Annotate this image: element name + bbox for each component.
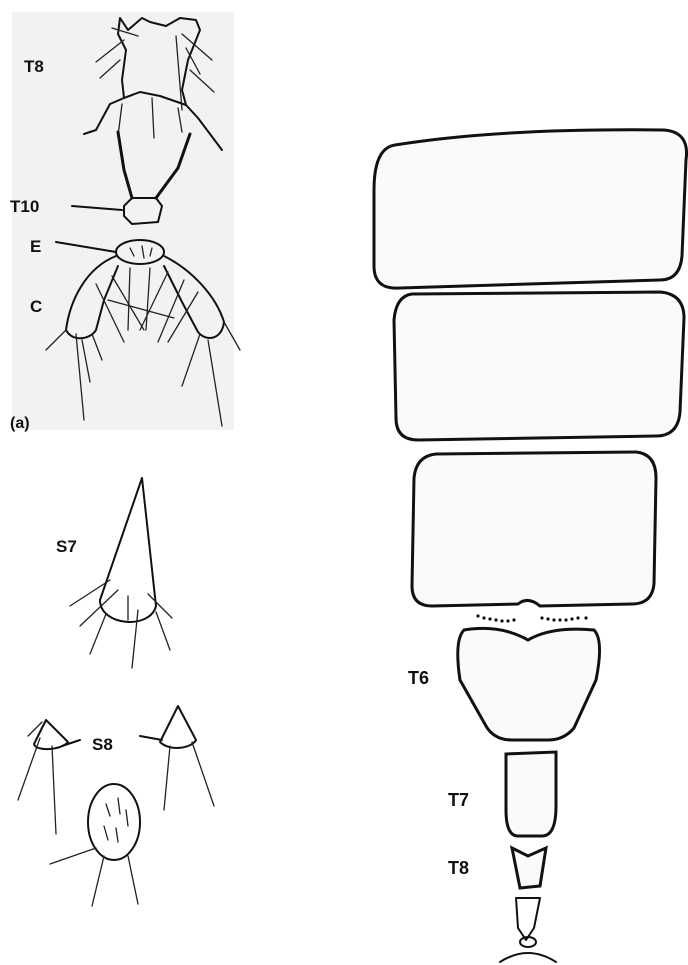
tail-stub	[516, 898, 540, 940]
tergite-plate-3	[412, 452, 656, 606]
sternite-s7-drawing: S7	[56, 478, 172, 668]
sternite-s8-drawing: S8	[18, 706, 214, 906]
label-s7: S7	[56, 537, 77, 556]
tergite-t6	[458, 628, 600, 740]
right-panel-abdomen: T6 T7 T8	[374, 130, 687, 962]
label-s8: S8	[92, 735, 113, 754]
tergite-plate-2	[394, 292, 684, 440]
tergite-t8-right	[512, 848, 546, 888]
dotted-band	[476, 614, 587, 622]
label-t6: T6	[408, 668, 429, 688]
tergite-t7	[506, 752, 556, 836]
left-panel-a: T8 T10 E C (a)	[10, 12, 240, 432]
panel-tag-a: (a)	[10, 415, 30, 432]
label-t10: T10	[10, 197, 39, 216]
label-e: E	[30, 237, 41, 256]
label-t8-left: T8	[24, 57, 44, 76]
tergite-plate-1	[374, 130, 687, 288]
label-c: C	[30, 297, 42, 316]
label-t7: T7	[448, 790, 469, 810]
label-t8-right: T8	[448, 858, 469, 878]
